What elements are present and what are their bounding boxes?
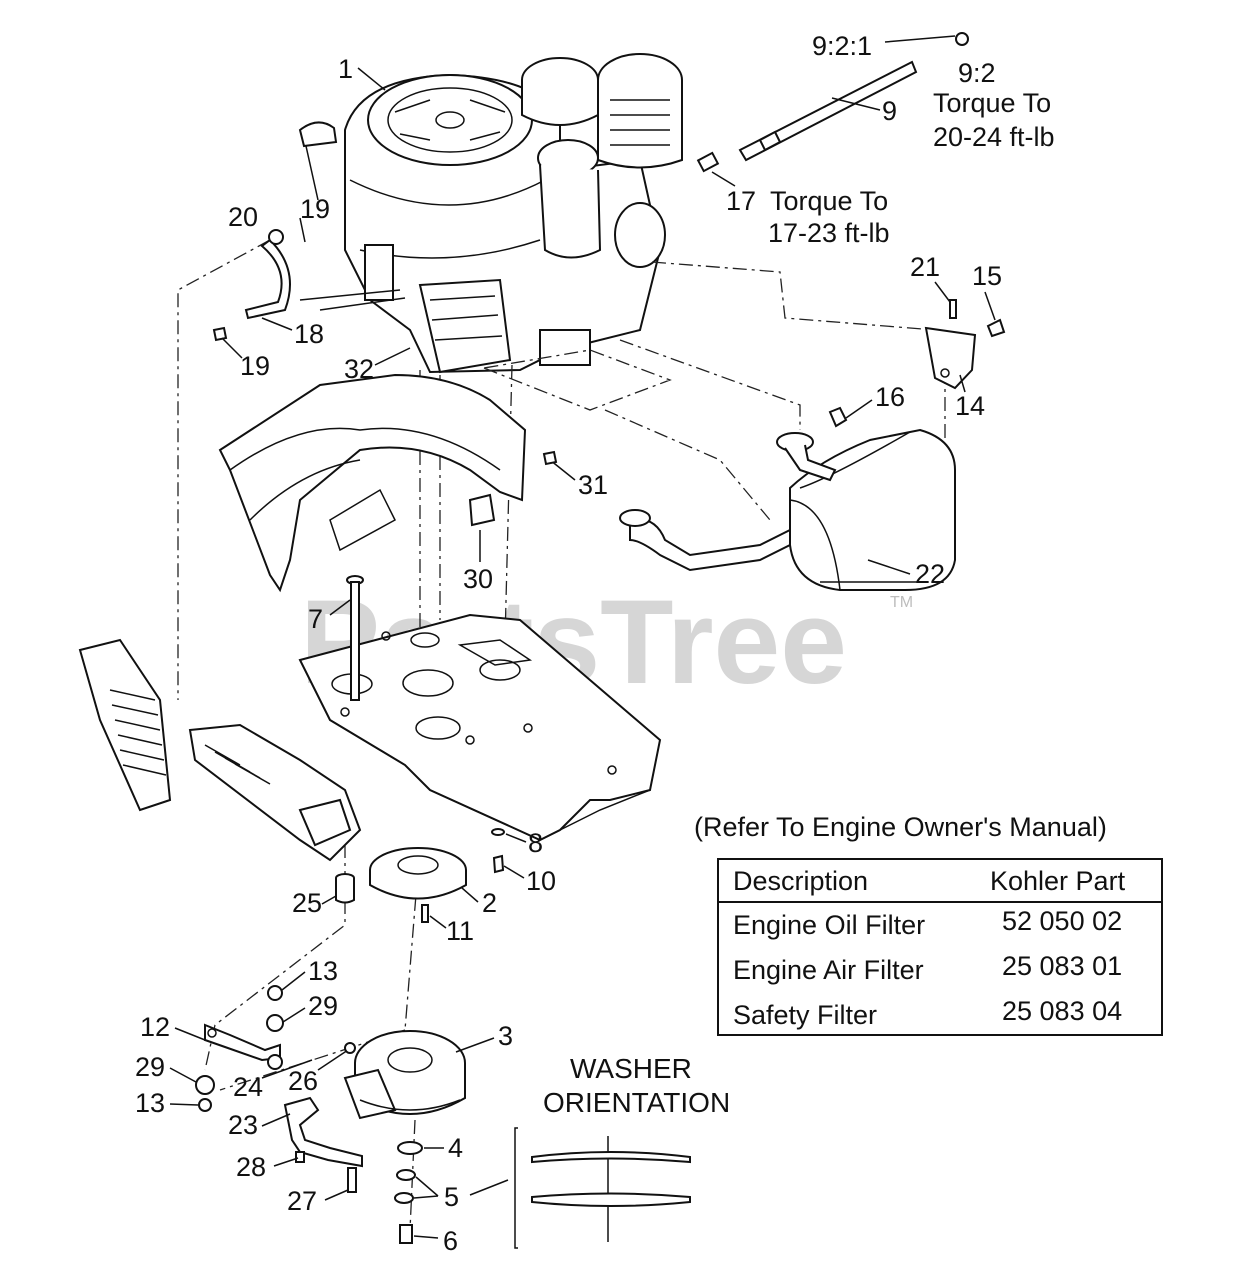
torque-17-line2: 17-23 ft-lb [768, 218, 890, 248]
table-row-1-part: 52 050 02 [1002, 906, 1122, 936]
callout-19-bottom: 19 [240, 351, 270, 381]
kohler-part-table: Description Kohler Part Engine Oil Filte… [717, 858, 1163, 1036]
callout-29-top: 29 [308, 991, 338, 1021]
callout-2: 2 [482, 888, 497, 918]
callout-15: 15 [972, 261, 1002, 291]
callout-30: 30 [463, 564, 493, 594]
table-row-3-description: Safety Filter [733, 1000, 877, 1030]
callout-11: 11 [446, 916, 474, 946]
clutch-bracket-12 [195, 985, 284, 1112]
table-row-2-part: 25 083 01 [1002, 951, 1122, 981]
left-screen [78, 638, 172, 812]
callout-9: 9 [882, 96, 897, 126]
callout-6: 6 [443, 1226, 458, 1256]
heat-shield [218, 373, 527, 593]
callout-9-2-1: 9:2:1 [812, 31, 872, 61]
callout-18: 18 [294, 319, 324, 349]
engine-deck [298, 613, 662, 842]
callout-7: 7 [308, 604, 323, 634]
muffler [619, 406, 956, 591]
callout-9-2: 9:2 [958, 58, 996, 88]
callout-27: 27 [287, 1186, 317, 1216]
callout-23: 23 [228, 1110, 258, 1140]
washer-title-2: ORIENTATION [543, 1087, 730, 1118]
table-row-1-description: Engine Oil Filter [733, 910, 925, 940]
table-header-description: Description [733, 866, 868, 896]
pulley [369, 847, 467, 923]
callout-14: 14 [955, 391, 985, 421]
watermark-tm: TM [890, 594, 913, 611]
callout-12: 12 [140, 1012, 170, 1042]
washer-orientation-detail [514, 1127, 691, 1249]
table-header-kohler-part: Kohler Part [990, 866, 1126, 896]
table-row-2-description: Engine Air Filter [733, 955, 924, 985]
callout-19-top: 19 [300, 194, 330, 224]
drive-shaft [696, 32, 969, 173]
callout-13-bottom: 13 [135, 1088, 165, 1118]
callout-21: 21 [910, 252, 940, 282]
washer-title-1: WASHER [570, 1053, 692, 1084]
callout-16: 16 [875, 382, 905, 412]
callout-17: 17 [726, 186, 756, 216]
torque-17-line1: Torque To [770, 186, 888, 216]
callout-25: 25 [292, 888, 322, 918]
bolts-8-10 [491, 828, 505, 874]
callout-8: 8 [528, 828, 543, 858]
callout-4: 4 [448, 1133, 463, 1163]
callout-22: 22 [915, 559, 945, 589]
muffler-bracket [924, 299, 1006, 390]
clutch-bracket-23 [283, 1096, 363, 1193]
callout-29-bottom: 29 [135, 1052, 165, 1082]
callout-1: 1 [338, 54, 353, 84]
callout-5: 5 [444, 1182, 459, 1212]
callout-24: 24 [233, 1072, 263, 1102]
right-screen [188, 723, 362, 862]
bolt-7 [346, 575, 364, 701]
callout-28: 28 [236, 1152, 266, 1182]
torque-9-line2: 20-24 ft-lb [933, 122, 1055, 152]
callout-20: 20 [228, 202, 258, 232]
fuel-line [212, 217, 306, 342]
table-row-3-part: 25 083 04 [1002, 996, 1122, 1026]
spacer-25 [335, 873, 355, 904]
callout-31: 31 [578, 470, 608, 500]
electric-clutch [343, 1030, 466, 1244]
torque-9-line1: Torque To [933, 88, 1051, 118]
callout-3: 3 [498, 1021, 513, 1051]
table-title: (Refer To Engine Owner's Manual) [694, 812, 1107, 842]
callout-26: 26 [288, 1066, 318, 1096]
callout-13-top: 13 [308, 956, 338, 986]
engine [298, 53, 683, 374]
callout-10: 10 [526, 866, 556, 896]
